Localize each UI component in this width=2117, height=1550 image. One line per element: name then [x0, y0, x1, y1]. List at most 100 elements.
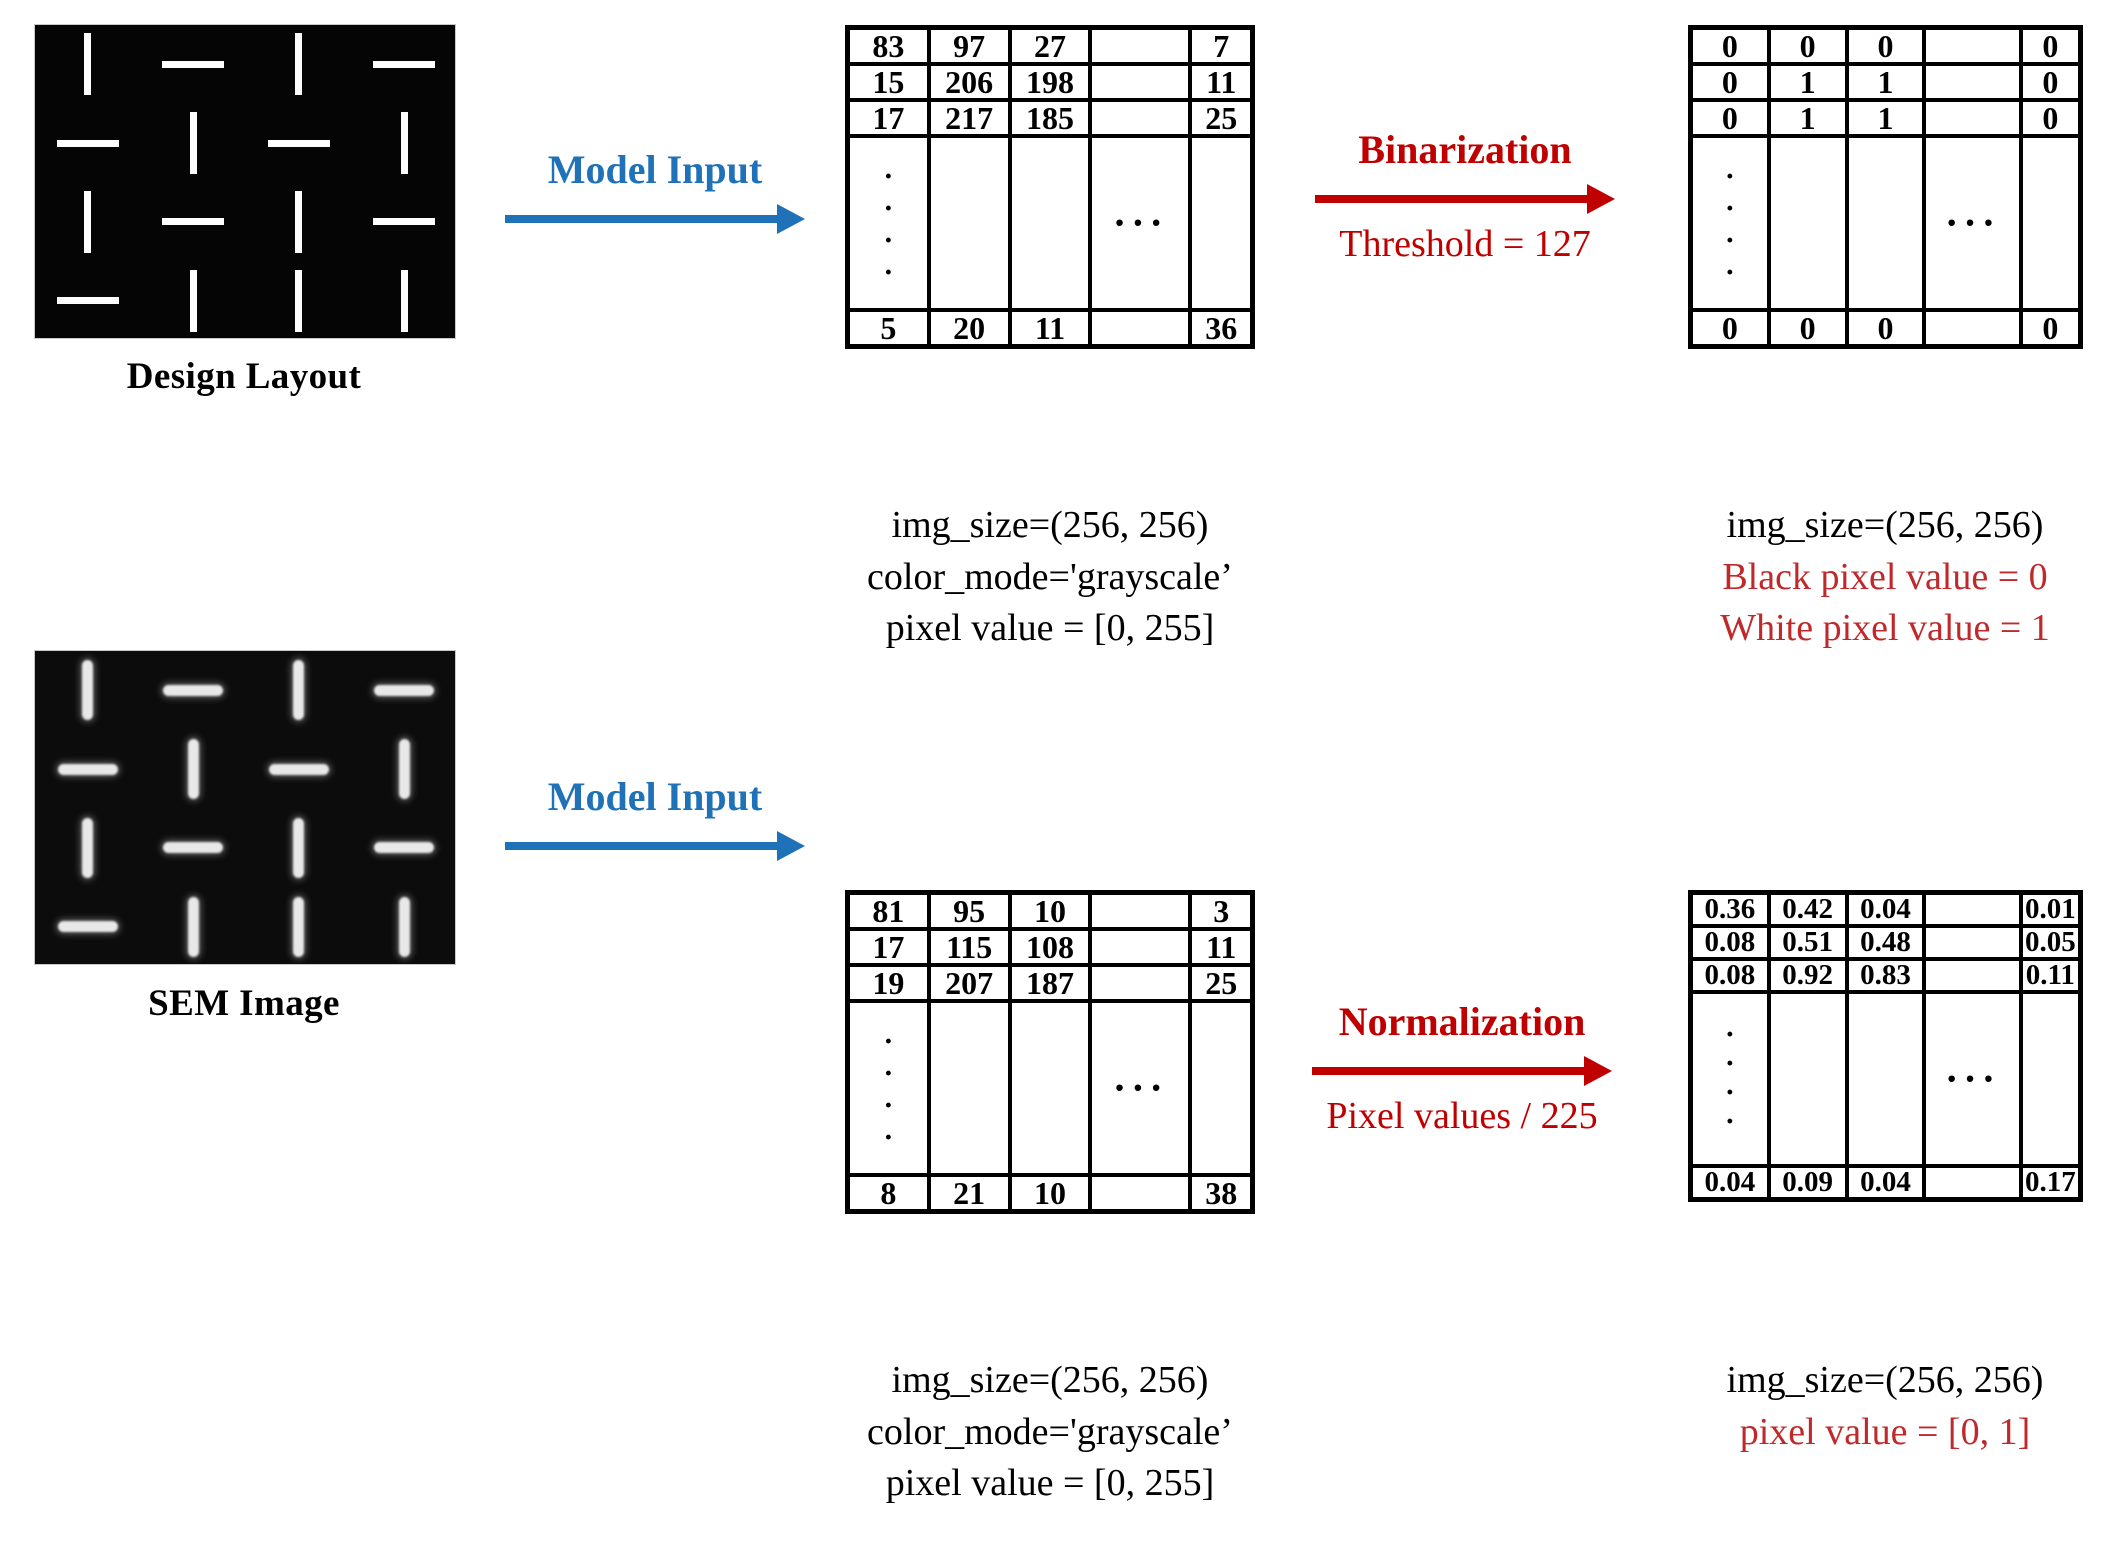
matrix-cell: 1	[1766, 98, 1849, 138]
horizontal-bar	[57, 763, 118, 775]
matrix-cell: 0	[1688, 98, 1771, 138]
matrix-row: ···· ···	[1688, 990, 2083, 1168]
matrix-cell: 0.11	[2018, 957, 2083, 994]
binarization-label: Binarization	[1358, 127, 1572, 172]
matrix-cell: 0.17	[2018, 1164, 2083, 1202]
matrix-cell-blank	[1922, 1164, 2023, 1202]
divisor-label: Pixel values / 225	[1326, 1095, 1598, 1137]
matrix-cell-blank	[1088, 308, 1193, 349]
matrix-cell-blank	[1088, 890, 1193, 931]
caption-line: pixel value = [0, 1]	[1739, 1410, 2031, 1453]
vertical-bar	[295, 269, 303, 332]
arrow-head-icon	[777, 204, 805, 234]
binarization-arrow: Binarization Threshold = 127	[1290, 128, 1640, 266]
arrow-head-icon	[1584, 1056, 1612, 1086]
horizontal-bar	[162, 218, 225, 226]
caption-line: Black pixel value = 0	[1722, 555, 2048, 598]
vertical-bar	[295, 33, 303, 96]
matrix-cell: 0	[2018, 308, 2083, 349]
matrix-cell: 17	[845, 98, 931, 138]
matrix-cell: 185	[1007, 98, 1093, 138]
matrix-cell: 0	[1766, 25, 1849, 66]
caption-line: img_size=(256, 256)	[891, 504, 1209, 546]
grayscale-matrix-caption-top: img_size=(256, 256) color_mode='grayscale…	[790, 500, 1310, 655]
vertical-bar	[187, 896, 199, 957]
matrix-cell: 38	[1188, 1173, 1255, 1214]
caption-line: pixel value = [0, 255]	[885, 607, 1215, 650]
matrix-cell-blank	[1844, 990, 1927, 1168]
vertical-bar	[293, 896, 305, 957]
matrix-cell: 0	[1766, 308, 1849, 349]
caption-line: pixel value = [0, 255]	[885, 1462, 1215, 1505]
matrix-cell: 95	[926, 890, 1012, 931]
matrix-cell: 0.92	[1766, 957, 1849, 994]
vertical-ellipsis: ····	[1688, 990, 1771, 1168]
design-layout-image	[34, 24, 456, 339]
matrix-cell: 0.42	[1766, 890, 1849, 928]
vertical-bar	[84, 33, 92, 96]
matrix-cell: 7	[1188, 25, 1255, 66]
vertical-bar	[82, 817, 94, 878]
binarized-matrix-caption: img_size=(256, 256)Black pixel value = 0…	[1650, 500, 2117, 655]
matrix-cell-blank	[1088, 927, 1193, 967]
matrix-cell: 0.08	[1688, 924, 1771, 961]
matrix-cell-blank	[1922, 308, 2023, 349]
horizontal-bar	[163, 842, 224, 854]
arrow-head-icon	[777, 831, 805, 861]
horizontal-bar	[267, 139, 330, 147]
matrix-cell-blank	[1088, 25, 1193, 66]
model-input-arrow-top: Model Input	[495, 147, 815, 234]
caption-line: img_size=(256, 256)	[1726, 1359, 2044, 1401]
arrow-line	[1312, 1067, 1586, 1075]
matrix-row: ···· ···	[1688, 134, 2083, 312]
matrix-cell: 207	[926, 963, 1012, 1003]
horizontal-bar	[374, 684, 435, 696]
matrix-cell: 21	[926, 1173, 1012, 1214]
caption-line: img_size=(256, 256)	[891, 1359, 1209, 1401]
matrix-cell: 0.04	[1844, 1164, 1927, 1202]
matrix-cell: 20	[926, 308, 1012, 349]
matrix-cell: 0.51	[1766, 924, 1849, 961]
matrix-cell: 0.05	[2018, 924, 2083, 961]
caption-line: color_mode='grayscale’	[867, 555, 1233, 598]
matrix-cell: 1	[1844, 62, 1927, 102]
matrix-cell-blank	[1088, 1173, 1193, 1214]
threshold-label: Threshold = 127	[1339, 223, 1591, 265]
matrix-cell-blank	[926, 999, 1012, 1177]
vertical-bar	[187, 739, 199, 800]
model-input-label: Model Input	[547, 147, 763, 192]
matrix-cell: 187	[1007, 963, 1093, 1003]
sem-image-caption: SEM Image	[148, 983, 340, 1024]
matrix-cell: 27	[1007, 25, 1093, 66]
model-input-label: Model Input	[547, 774, 763, 819]
matrix-cell: 198	[1007, 62, 1093, 102]
vertical-ellipsis: ····	[845, 999, 931, 1177]
horizontal-bar	[373, 60, 436, 68]
matrix-cell: 3	[1188, 890, 1255, 931]
arrow-shaft	[505, 831, 805, 861]
matrix-cell-blank	[1922, 62, 2023, 102]
vertical-bar	[398, 739, 410, 800]
matrix-cell: 17	[845, 927, 931, 967]
normalization-label: Normalization	[1338, 999, 1586, 1044]
caption-line: White pixel value = 1	[1720, 607, 2050, 650]
vertical-ellipsis: ····	[1688, 134, 1771, 312]
horizontal-bar	[268, 763, 329, 775]
matrix-cell-blank	[1007, 134, 1093, 312]
arrow-line	[505, 215, 779, 223]
horizontal-bar	[57, 921, 118, 933]
vertical-bar	[400, 112, 408, 175]
horizontal-ellipsis: ···	[1088, 134, 1193, 312]
